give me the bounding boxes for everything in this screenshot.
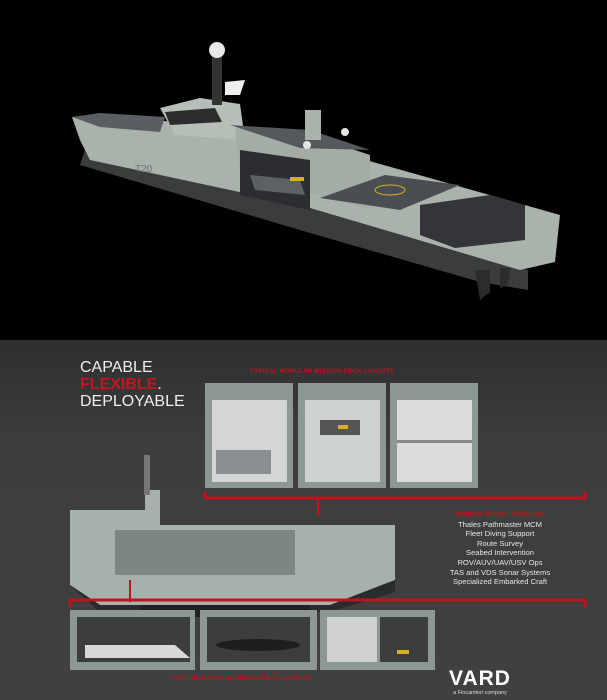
bay-module-1 (70, 610, 195, 670)
ship-render: T20 (72, 42, 560, 300)
mission-package-item: Route Survey (476, 538, 523, 548)
layout-diagrams (68, 383, 587, 670)
ship-render-panel: T20 (0, 0, 607, 340)
headline-flexible: FLEXIBLE (80, 376, 158, 393)
mission-packages-list: Modular Mission Packages Thales Pathmast… (405, 510, 595, 587)
bay-module-3 (320, 610, 435, 670)
deck-module-3 (390, 383, 478, 488)
mission-package-item: Seabed Intervention (466, 548, 534, 558)
mission-package-item: Thales Pathmaster MCM (458, 519, 542, 529)
ship-side-view (70, 455, 395, 617)
headline-period: . (157, 376, 162, 393)
mission-package-item: Specialized Embarked Craft (452, 577, 548, 587)
headline-capable: CAPABLE (80, 359, 153, 376)
headline-deployable: DEPLOYABLE (80, 393, 185, 410)
deck-module-2 (298, 383, 386, 488)
deck-module-1 (205, 383, 293, 488)
vard-logo: VARD a Fincantieri company (440, 667, 520, 697)
mission-package-item: TAS and VDS Sonar Systems (449, 567, 551, 577)
logo-tagline: a Fincantieri company (453, 690, 507, 696)
mission-package-item: Fleet Diving Support (465, 529, 535, 539)
hull-number: T20 (135, 164, 153, 175)
headline: CAPABLE FLEXIBLE. DEPLOYABLE (80, 359, 185, 410)
bottom-layouts-label: TYPICAL MODULAR MISSION BAY LAYOUTS (172, 676, 311, 682)
mission-packages-heading: Modular Mission Packages (455, 511, 545, 518)
bay-module-2 (200, 610, 317, 670)
infographic-panel: CAPABLE FLEXIBLE. DEPLOYABLE TYPICAL MOD… (0, 340, 607, 700)
mission-package-item: ROV/AUV/UAV/USV Ops (457, 557, 543, 567)
top-layouts-label: TYPICAL MODULAR MISSION DECK LAYOUTS (250, 369, 395, 375)
logo-name: VARD (449, 667, 511, 690)
